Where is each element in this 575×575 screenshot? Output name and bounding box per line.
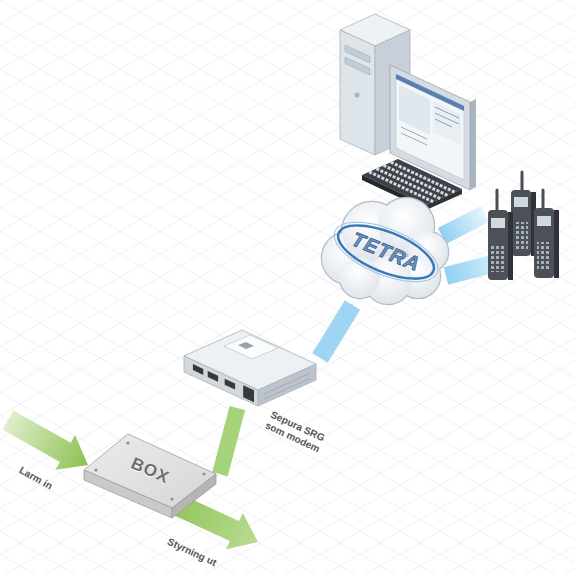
- device-shape: [193, 364, 254, 402]
- desktop-computer: [433, 101, 461, 145]
- desktop-computer: [369, 172, 433, 202]
- box-shape: [94, 441, 205, 500]
- output-arrow: [160, 489, 258, 549]
- handheld-radios: [514, 222, 528, 250]
- handheld-radios: [488, 210, 508, 280]
- connector-layer: [220, 305, 353, 474]
- cloud-shape: [396, 254, 440, 298]
- desktop-computer: [435, 119, 452, 127]
- control-box: BOX: [80, 430, 220, 520]
- desktop-computer: [401, 133, 427, 145]
- cloud-shape: [322, 232, 374, 284]
- handheld-radios: [537, 216, 551, 226]
- device-label: Sepura SRG som modem: [258, 406, 332, 457]
- desktop-computer: [435, 107, 459, 118]
- cloud-shape: [320, 190, 450, 305]
- connector-band: [320, 305, 353, 358]
- device-shape: [184, 356, 258, 406]
- modem-device: Sepura SRG som modem: [180, 328, 320, 408]
- device-shape: [224, 335, 278, 359]
- handheld-radios: [542, 190, 545, 210]
- box-shape: [84, 434, 216, 508]
- device-shape: [243, 385, 254, 402]
- cloud-shape: [364, 256, 412, 304]
- handheld-radios: [496, 190, 499, 212]
- cloud-shape: [342, 202, 402, 262]
- device-shape: [264, 373, 310, 394]
- handheld-radios: [534, 208, 554, 278]
- cloud-shape: [408, 232, 448, 272]
- handheld-radios: [491, 244, 505, 272]
- handheld-radios: [491, 218, 505, 228]
- device-shape: [208, 371, 218, 382]
- device-shape: [225, 379, 235, 390]
- network-name: TETRA: [348, 228, 423, 276]
- cloud-shape: [340, 258, 380, 298]
- device-shape: [238, 342, 254, 349]
- radio-link-band: [442, 214, 485, 236]
- desktop-computer: [345, 57, 370, 75]
- cloud-shape: [340, 258, 380, 298]
- connector-band: [220, 408, 237, 474]
- cloud-shape: [408, 232, 448, 272]
- network-cloud: TETRA: [320, 190, 450, 305]
- arrow-label: Larm in: [18, 464, 55, 491]
- handheld-radios: [488, 172, 559, 280]
- desktop-computer: [470, 99, 476, 190]
- cloud-shape: [396, 254, 440, 298]
- desktop-computer: [340, 14, 476, 210]
- desktop-computer: [376, 169, 440, 199]
- input-arrow: [3, 410, 88, 469]
- arrow-label: Styrning ut: [166, 536, 218, 568]
- box-shape: [94, 468, 97, 471]
- box-shape: [126, 441, 129, 444]
- cloud-shape: [342, 202, 402, 262]
- box-shape: [80, 430, 220, 520]
- device-shape: [264, 378, 310, 399]
- desktop-computer: [435, 113, 459, 124]
- box-label: BOX: [128, 454, 173, 488]
- cloud-shape: [331, 214, 441, 289]
- device-shape: [258, 364, 316, 406]
- cloud-shape: [322, 232, 374, 284]
- desktop-computer: [340, 30, 375, 155]
- device-shape: [193, 364, 203, 375]
- box-shape: [202, 472, 205, 475]
- handheld-radios: [511, 190, 531, 256]
- handheld-radios: [521, 172, 524, 192]
- cloud-shape: [378, 198, 434, 254]
- desktop-computer: [399, 85, 430, 135]
- desktop-computer: [355, 93, 360, 98]
- desktop-computer: [391, 162, 455, 192]
- cloud-shape: [326, 210, 445, 294]
- handheld-radios: [554, 210, 559, 278]
- desktop-computer: [401, 127, 427, 139]
- cloud-shape: [322, 198, 448, 304]
- cloud-shape: [322, 198, 448, 304]
- cloud-shape: [378, 198, 434, 254]
- handheld-radios: [514, 197, 528, 207]
- box-shape: [170, 497, 173, 500]
- device-shape: [180, 328, 320, 408]
- device-shape: [184, 330, 316, 390]
- desktop-computer: [384, 165, 448, 195]
- handheld-radios: [537, 242, 551, 270]
- box-shape: [172, 474, 216, 518]
- handheld-radios: [508, 212, 513, 280]
- cloud-shape: [364, 256, 412, 304]
- box-shape: [84, 470, 172, 518]
